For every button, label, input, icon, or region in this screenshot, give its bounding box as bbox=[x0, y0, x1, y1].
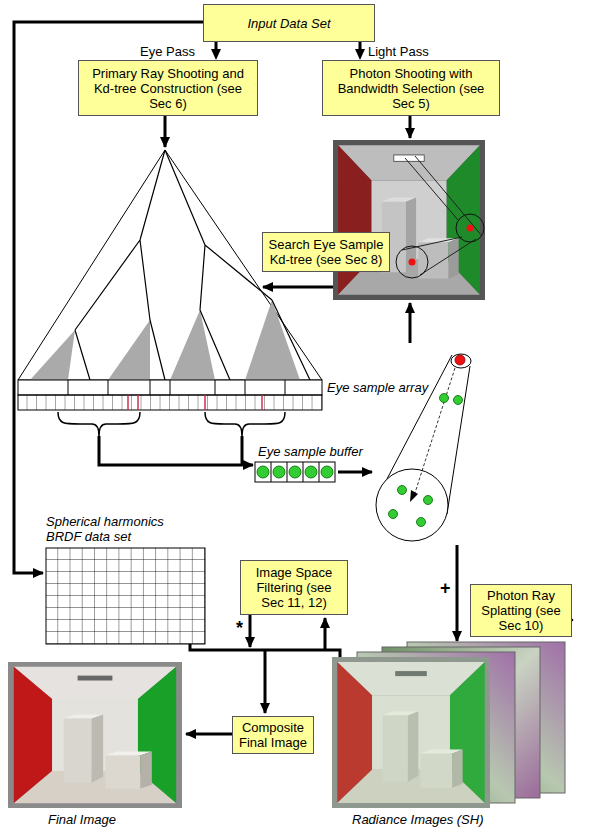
process-box: Photon Shooting with Bandwidth Selection… bbox=[322, 60, 500, 116]
box-text: Search Eye Sample Kd-tree (see Sec 8) bbox=[267, 237, 385, 267]
text-label: + bbox=[440, 578, 451, 598]
brackets bbox=[58, 412, 285, 436]
flow-lines bbox=[14, 22, 457, 734]
process-box: Photon Ray Splatting (see Sec 10) bbox=[470, 584, 572, 637]
text-label: Eye sample buffer bbox=[258, 444, 363, 459]
radiance-images bbox=[332, 619, 573, 808]
flow-arrow bbox=[355, 42, 365, 60]
arrow-head bbox=[355, 49, 365, 60]
process-box: Search Eye Sample Kd-tree (see Sec 8) bbox=[262, 232, 390, 272]
process-box: Input Data Set bbox=[203, 4, 375, 42]
flow-arrow bbox=[211, 42, 221, 60]
process-box: Image Space Filtering (see Sec 11, 12) bbox=[240, 560, 348, 615]
text-label: Light Pass bbox=[368, 44, 429, 59]
box-text: Input Data Set bbox=[208, 16, 370, 31]
eye-sample-buffer bbox=[255, 462, 335, 482]
text-label: * bbox=[236, 618, 243, 638]
text-label: Eye Pass bbox=[140, 44, 195, 59]
process-box: Composite Final Image bbox=[232, 716, 314, 754]
box-text: Image Space Filtering (see Sec 11, 12) bbox=[245, 565, 343, 610]
brdf-grid bbox=[46, 548, 205, 644]
box-text: Primary Ray Shooting and Kd-tree Constru… bbox=[83, 66, 253, 111]
box-text: Composite Final Image bbox=[237, 720, 309, 750]
text-label: Radiance Images (SH) bbox=[352, 812, 484, 827]
render-image bbox=[333, 140, 485, 300]
box-text: Photon Shooting with Bandwidth Selection… bbox=[327, 66, 495, 111]
eye-sample-array bbox=[18, 380, 322, 410]
arrow-head bbox=[211, 49, 221, 60]
text-label: Spherical harmonics BRDF data set bbox=[46, 514, 186, 544]
text-label: Eye sample array bbox=[325, 380, 430, 395]
box-text: Photon Ray Splatting (see Sec 10) bbox=[475, 588, 567, 633]
final-image bbox=[8, 662, 182, 808]
text-label: Final Image bbox=[48, 812, 116, 827]
process-box: Primary Ray Shooting and Kd-tree Constru… bbox=[78, 60, 258, 116]
